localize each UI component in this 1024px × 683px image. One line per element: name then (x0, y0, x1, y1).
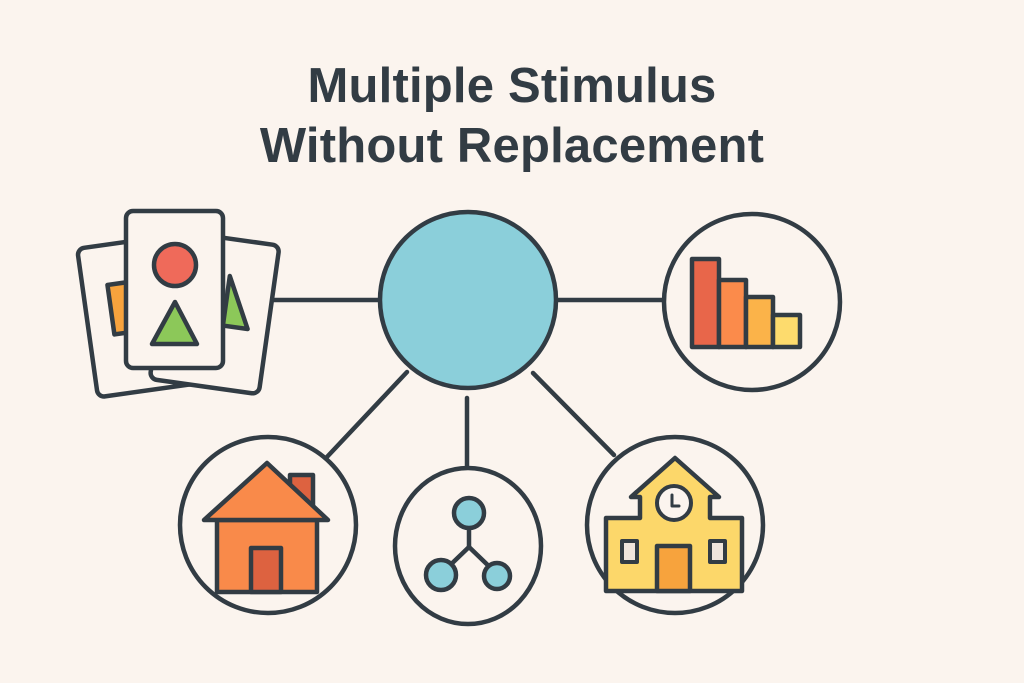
stimulus-cards-icon (75, 208, 281, 399)
bar-4 (770, 312, 803, 350)
school-window-right (708, 539, 727, 564)
network-dot-icon (423, 557, 459, 593)
network-node (392, 465, 544, 627)
center-node (377, 209, 559, 391)
title-line-1: Multiple Stimulus (307, 59, 717, 113)
bar-3 (743, 294, 776, 350)
school-window-left (620, 539, 639, 564)
house-roof-icon (201, 460, 331, 523)
bar-1 (689, 256, 722, 350)
house-door (248, 545, 284, 595)
connector-school (530, 370, 617, 458)
preference-chart-node (661, 211, 843, 393)
clock-icon (655, 484, 693, 522)
front-card (123, 208, 226, 371)
home-node (177, 434, 359, 616)
title-line-2: Without Replacement (259, 119, 765, 173)
bar-2 (716, 277, 749, 350)
green-triangle-icon (149, 299, 200, 347)
connector-home (323, 369, 410, 461)
clock-hands (670, 493, 681, 508)
connector-lines (269, 297, 668, 473)
red-circle-icon (151, 241, 199, 289)
network-dot-icon (451, 495, 487, 531)
school-node (584, 434, 766, 616)
network-dot-icon (481, 560, 513, 592)
page-title: Multiple Stimulus Without Replacement (0, 56, 1024, 176)
school-door (654, 543, 693, 594)
green-shape-icon (220, 273, 250, 332)
